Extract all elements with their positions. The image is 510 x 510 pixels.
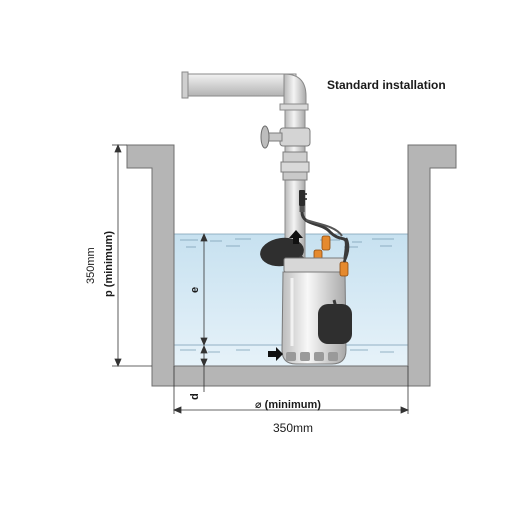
dimension-p — [112, 143, 152, 368]
arrow-up-icon — [289, 230, 303, 244]
bottom-dimension-label: 350mm — [273, 421, 313, 435]
dimension-diameter — [172, 366, 410, 414]
diameter-minimum-label: ⌀ (minimum) — [255, 399, 321, 411]
plug-icon — [299, 190, 307, 212]
water-surface-lines — [174, 233, 408, 353]
d-label: d — [189, 393, 201, 400]
diagram-title: Standard installation — [327, 78, 446, 92]
arrow-right-icon — [268, 347, 283, 361]
e-label: e — [189, 287, 201, 293]
dimension-d — [173, 344, 208, 414]
left-dimension-label: 350mm — [85, 247, 97, 284]
discharge-pipe-horizontal — [183, 73, 297, 97]
float-switch-right — [318, 237, 352, 344]
p-minimum-label: p (minimum) — [103, 231, 115, 297]
valve-icon — [260, 125, 311, 181]
dimension-e — [200, 232, 208, 347]
